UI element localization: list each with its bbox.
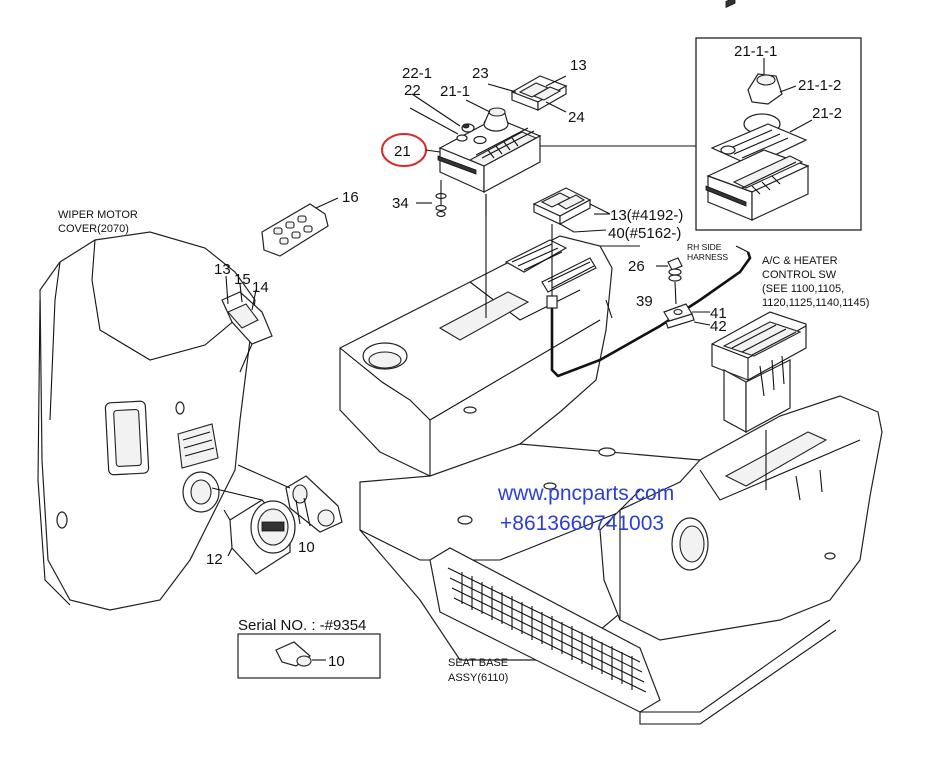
part-12-hour-meter xyxy=(211,487,296,575)
seat-base-label-1: SEAT BASE xyxy=(448,657,508,669)
ac-heater-label-2: CONTROL SW xyxy=(762,269,837,281)
callout-42: 42 xyxy=(710,318,727,335)
callout-15: 15 xyxy=(234,271,251,288)
callout-21: 21 xyxy=(394,143,411,160)
callout-41: 41 xyxy=(710,305,727,322)
callout-23: 23 xyxy=(472,65,489,82)
callout-26: 26 xyxy=(628,258,645,275)
part-10-connector xyxy=(237,464,343,533)
callout-21-1-2: 21-1-2 xyxy=(798,77,841,94)
part-41-42-bracket xyxy=(663,303,711,329)
callout-21-1-1: 21-1-1 xyxy=(734,43,777,60)
callout-13-top: 13 xyxy=(570,57,587,74)
watermark-phone: +8613660741003 xyxy=(500,512,664,535)
part-13-15-14-bracket xyxy=(221,275,273,373)
seat-base-label-2: ASSY(6110) xyxy=(448,672,508,684)
callout-24: 24 xyxy=(568,109,585,126)
serial-number-label: Serial NO. : -#9354 xyxy=(238,617,366,634)
detail-inset-box xyxy=(695,37,862,231)
callout-21-2: 21-2 xyxy=(812,105,842,122)
callout-14: 14 xyxy=(252,279,269,296)
callout-40-5162: 40(#5162-) xyxy=(608,225,681,242)
part-23-13-24-switches xyxy=(487,75,568,113)
wiper-motor-cover-label-2: COVER(2070) xyxy=(58,223,129,235)
callout-39: 39 xyxy=(636,293,653,310)
part-16-keypad xyxy=(261,197,339,257)
wiper-motor-cover-label-1: WIPER MOTOR xyxy=(58,209,138,221)
callout-22-1: 22-1 xyxy=(402,65,432,82)
wiper-motor-cover-panel xyxy=(37,231,256,611)
rh-side-harness-label-2: HARNESS xyxy=(687,252,728,262)
seat-base-grille xyxy=(447,567,647,693)
callout-12: 12 xyxy=(206,551,223,568)
right-console xyxy=(599,395,883,641)
main-console xyxy=(339,194,640,477)
ac-heater-control-switch xyxy=(711,0,807,434)
ac-heater-label-1: A/C & HEATER xyxy=(762,255,838,267)
callout-22: 22 xyxy=(404,82,421,99)
part-21-switch-panel xyxy=(409,93,700,216)
ac-heater-label-3: (SEE 1100,1105, xyxy=(762,283,844,295)
watermark-url: www.pncparts.com xyxy=(497,482,674,505)
callout-21-1: 21-1 xyxy=(440,83,470,100)
callout-13-4192: 13(#4192-) xyxy=(610,207,683,224)
callout-16: 16 xyxy=(342,189,359,206)
callout-10: 10 xyxy=(298,539,315,556)
part-34-bolt xyxy=(416,180,447,218)
callout-10-serial: 10 xyxy=(328,653,345,670)
callout-13-left: 13 xyxy=(214,261,231,278)
callout-34: 34 xyxy=(392,195,409,212)
rh-side-harness-label-1: RH SIDE xyxy=(687,242,722,252)
serial-number-inset xyxy=(237,633,381,679)
part-26-bolt xyxy=(656,257,683,305)
ac-heater-label-4: 1120,1125,1140,1145) xyxy=(762,297,869,309)
part-13-40-switches xyxy=(532,187,611,296)
